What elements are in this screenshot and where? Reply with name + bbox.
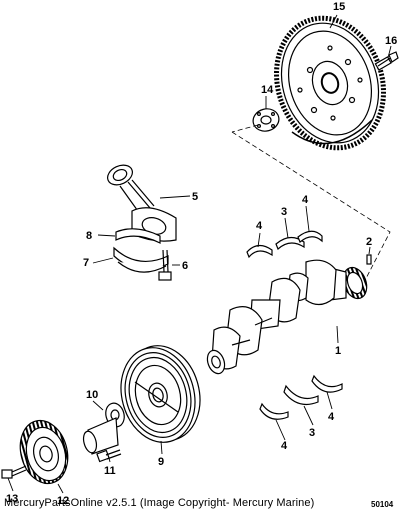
callout-3-upper: 3 <box>281 206 287 218</box>
leader-lines <box>7 14 392 494</box>
callout-2: 2 <box>366 236 372 248</box>
callout-7: 7 <box>83 257 89 269</box>
crank-key <box>366 254 372 265</box>
callout-12: 12 <box>57 495 69 507</box>
callout-16: 16 <box>385 35 397 47</box>
callout-15: 15 <box>333 1 345 13</box>
figure-id: 50104 <box>371 500 394 509</box>
callout-6: 6 <box>182 260 188 272</box>
sprocket-bolt <box>1 465 27 479</box>
callout-4-lower-right: 4 <box>328 411 335 423</box>
callout-3-lower: 3 <box>309 427 315 439</box>
callout-8: 8 <box>86 230 92 242</box>
alignment-dash-lines <box>231 124 391 291</box>
upper-main-bearings <box>246 230 323 259</box>
callout-labels: 15 16 14 5 8 7 6 4 3 4 2 1 4 3 4 10 11 9… <box>6 1 397 507</box>
callout-4-upper-left: 4 <box>256 220 263 232</box>
lower-main-bearings <box>259 374 343 420</box>
callout-1: 1 <box>335 345 341 357</box>
flywheel-spacer-plate <box>252 108 280 132</box>
callout-10: 10 <box>86 389 98 401</box>
crankshaft <box>206 259 368 375</box>
callout-13: 13 <box>6 493 18 505</box>
callout-11: 11 <box>104 465 116 477</box>
crank-hub-washer <box>82 402 125 455</box>
rod-bearing-and-cap <box>113 228 169 273</box>
callout-9: 9 <box>158 456 164 468</box>
callout-4-upper-right: 4 <box>302 194 309 206</box>
flywheel-bolt <box>374 51 399 71</box>
crankshaft-sprocket <box>19 419 69 485</box>
callout-4-lower-left: 4 <box>281 440 288 452</box>
rod-bolt <box>158 249 172 281</box>
balancer-bolt <box>96 449 122 463</box>
callout-14: 14 <box>261 84 274 96</box>
harmonic-balancer <box>120 345 201 443</box>
callout-5: 5 <box>192 191 198 203</box>
copyright-caption: MercuryPartsOnline v2.5.1 (Image Copyrig… <box>4 497 315 509</box>
